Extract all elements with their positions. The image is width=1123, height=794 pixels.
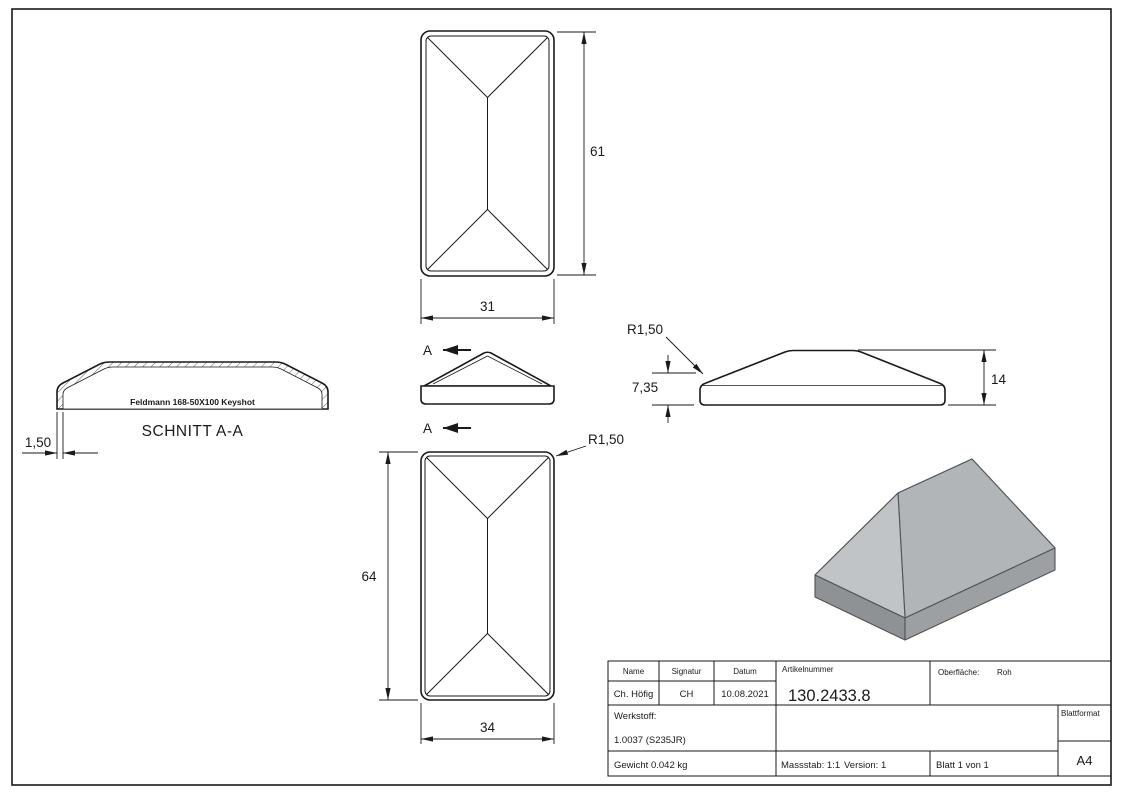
dim-value-61: 61	[590, 144, 605, 159]
value-blattformat: A4	[1077, 753, 1093, 768]
header-artikelnummer: Artikelnummer	[782, 665, 834, 674]
value-signatur: CH	[680, 689, 694, 700]
dim-total-height: 14	[858, 349, 1007, 406]
iso-base-front-right	[904, 547, 1056, 641]
label-werkstoff: Werkstoff:	[614, 711, 656, 722]
dim-value-64: 64	[361, 569, 377, 584]
side-view: 7,35 14 R1,50	[627, 322, 1007, 423]
radius-callout-bottom: R1,50	[555, 432, 624, 457]
header-oberflaeche: Oberfläche:	[938, 668, 979, 677]
radius-label-bottom: R1,50	[588, 432, 624, 447]
front-view-base	[420, 385, 555, 405]
leader-line	[665, 336, 704, 375]
value-blatt: Blatt 1 von 1	[936, 760, 989, 771]
section-view: Feldmann 168-50X100 Keyshot SCHNITT A-A …	[22, 361, 329, 459]
hip-edge	[487, 633, 549, 695]
value-datum: 10.08.2021	[721, 689, 769, 700]
sheet-border	[11, 8, 1112, 786]
header-signatur: Signatur	[672, 667, 702, 676]
header-datum: Datum	[733, 667, 757, 676]
label-blattformat: Blattformat	[1061, 709, 1100, 718]
hip-edge	[426, 457, 488, 519]
section-cut-arrows: A A	[423, 343, 471, 436]
value-artikelnummer: 130.2433.8	[788, 687, 871, 705]
cut-label-top: A	[423, 343, 432, 358]
value-gewicht: Gewicht 0.042 kg	[614, 760, 687, 771]
value-version: Version: 1	[844, 760, 886, 771]
title-block: Name Signatur Datum Artikelnummer Oberfl…	[607, 660, 1112, 777]
value-name: Ch. Höfig	[614, 689, 654, 700]
value-werkstoff: 1.0037 (S235JR)	[614, 735, 686, 746]
dim-wall-thickness: 1,50	[22, 412, 98, 459]
hip-edge	[427, 209, 488, 270]
bottom-view: 64 34 R1,50	[361, 432, 624, 744]
top-view-inner-edge	[425, 35, 550, 272]
roof-inner-edge	[432, 355, 488, 385]
hip-edge	[426, 633, 488, 695]
dim-value-1-50: 1,50	[25, 435, 51, 450]
side-view-outline	[699, 349, 946, 406]
top-view: 61 31	[420, 30, 605, 324]
dim-value-7-35: 7,35	[632, 380, 658, 395]
dim-value-14: 14	[991, 372, 1007, 387]
hip-edge	[427, 37, 488, 98]
section-title: SCHNITT A-A	[142, 423, 244, 440]
isometric-view	[814, 458, 1056, 641]
dim-value-34: 34	[480, 720, 496, 735]
dim-top-length: 61	[557, 31, 605, 276]
section-inner-wall	[62, 366, 323, 410]
front-view: A A	[420, 343, 555, 436]
leader-line	[555, 445, 587, 457]
dim-bottom-width: 34	[420, 703, 555, 744]
roof-inner-edge	[487, 355, 543, 385]
hip-edge	[487, 209, 548, 270]
value-massstab: Massstab: 1:1	[781, 760, 840, 771]
bottom-view-inner-edge	[424, 455, 551, 697]
dim-top-width: 31	[420, 279, 555, 324]
radius-callout-side: R1,50	[627, 322, 704, 375]
dim-value-31: 31	[480, 299, 495, 314]
value-oberflaeche: Roh	[997, 668, 1012, 677]
hip-edge	[487, 457, 549, 519]
dim-slope-height: 7,35	[632, 355, 696, 423]
radius-label-side: R1,50	[627, 322, 663, 337]
embossed-part-label: Feldmann 168-50X100 Keyshot	[130, 397, 255, 407]
dim-bottom-length: 64	[361, 451, 418, 701]
front-view-roof	[423, 351, 552, 387]
cut-label-bottom: A	[423, 421, 432, 436]
header-name: Name	[623, 667, 645, 676]
title-block-border	[607, 660, 1112, 777]
hip-edge	[487, 37, 548, 98]
